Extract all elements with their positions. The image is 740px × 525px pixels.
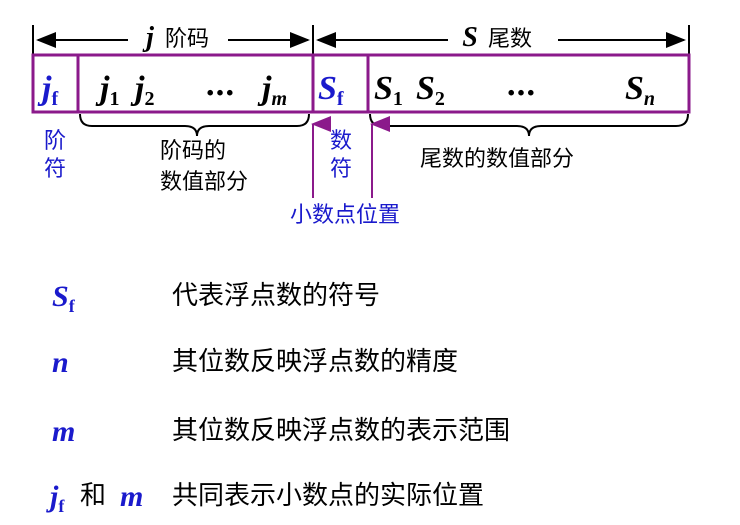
- man-ellipsis: …: [506, 68, 536, 103]
- register-box: [31, 53, 691, 114]
- exponent-span-indicator: [32, 25, 310, 55]
- legend-sym-m2: m: [120, 480, 143, 513]
- exp-ellipsis: …: [205, 68, 235, 103]
- legend-sym-m: m: [52, 415, 75, 448]
- exp-value-brace: [79, 113, 310, 137]
- cell-jm: jm: [257, 70, 287, 110]
- cell-j2: j2: [130, 70, 154, 110]
- legend-desc-n: 其位数反映浮点数的精度: [172, 347, 458, 377]
- legend-desc-jf-m: 共同表示小数点的实际位置: [172, 481, 484, 511]
- exp-sign-label-2: 符: [44, 157, 66, 182]
- cell-s2: S2: [416, 70, 445, 110]
- exp-sign-label-1: 阶: [44, 129, 66, 154]
- exp-value-label-2: 数值部分: [160, 170, 248, 195]
- mantissa-heading-text: 尾数: [488, 27, 532, 52]
- legend-sym-jf: jf: [46, 480, 65, 516]
- cell-sn: Sn: [625, 70, 655, 110]
- cell-sf: Sf: [318, 70, 344, 110]
- legend-sym-n: n: [52, 346, 69, 379]
- cell-s1: S1: [374, 70, 403, 110]
- mantissa-span-indicator: [316, 25, 690, 55]
- exponent-heading: j: [142, 22, 154, 53]
- legend-desc-sf: 代表浮点数的符号: [172, 281, 380, 311]
- man-value-brace: [369, 113, 689, 137]
- num-sign-label-2: 符: [330, 157, 352, 182]
- point-label: 小数点位置: [290, 203, 400, 228]
- legend-sym-sf: Sf: [52, 280, 76, 316]
- mantissa-heading: S: [462, 22, 478, 53]
- man-value-label: 尾数的数值部分: [420, 147, 574, 172]
- legend-join: 和: [80, 481, 106, 511]
- exponent-heading-text: 阶码: [165, 27, 209, 52]
- num-sign-label-1: 数: [330, 129, 352, 154]
- cell-jf: jf: [37, 70, 58, 110]
- exp-value-label-1: 阶码的: [160, 139, 226, 164]
- legend-desc-m: 其位数反映浮点数的表示范围: [172, 416, 510, 446]
- cell-j1: j1: [95, 70, 119, 110]
